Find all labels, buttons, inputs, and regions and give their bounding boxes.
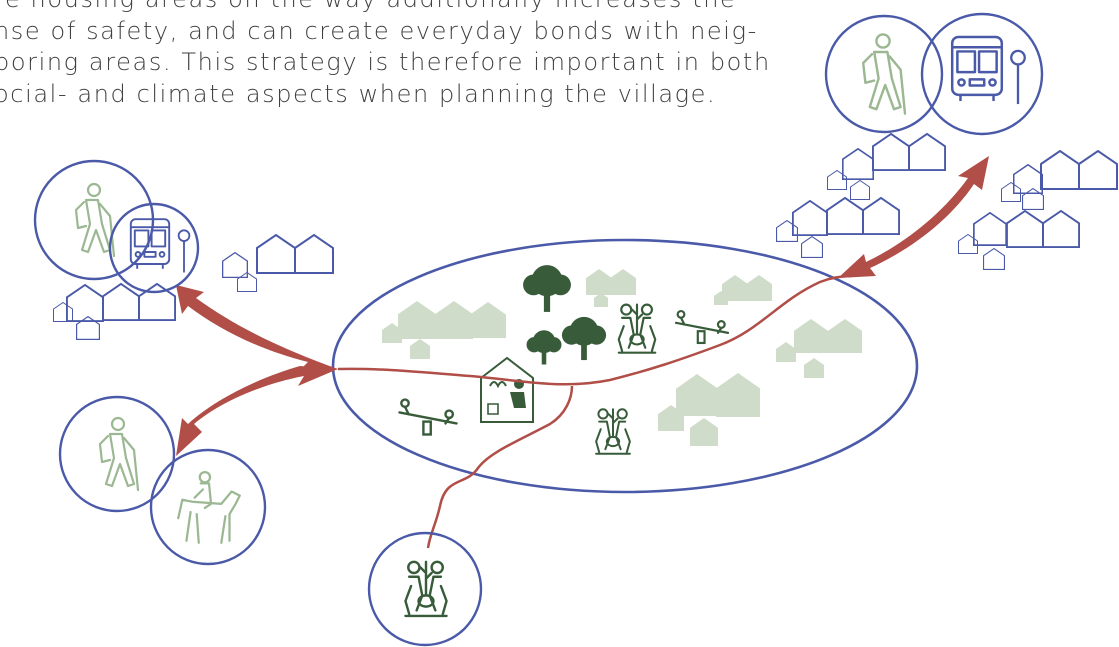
node-hiker-bus-right [824,12,1044,136]
hiker-icon [98,416,140,492]
bus-icon [950,35,1004,103]
text-line: ocial- and climate aspects when planning… [0,79,717,108]
node-hiker-bus-left [33,159,200,294]
tree-icon [523,265,571,312]
text-line: boring areas. This strategy is therefore… [0,48,771,76]
text-line: re housing areas on the way additionally… [0,0,784,16]
bus-stop-icon [1010,49,1026,106]
hiker-icon [861,33,907,115]
hiker-icon [74,182,116,258]
tree-icon [561,316,607,361]
node-hiker-horse [58,395,267,566]
seesaw-icon [674,309,730,345]
tree-icon [526,330,562,365]
horse-rider-icon [177,470,241,544]
path-network [337,274,853,549]
community-house-icon [480,356,534,423]
planting-people-icon [617,303,657,354]
node-planting [367,531,483,647]
seesaw-icon [398,398,458,436]
village-boundary [331,238,919,494]
planting-people-icon [404,560,448,618]
blue-housing-left [52,234,334,340]
body-text: re housing areas on the way additionally… [0,0,784,110]
connection-arrows [176,156,989,456]
planting-people-icon [595,408,631,455]
text-line: nse of safety, and can create everyday b… [0,16,758,45]
bus-stop-icon [177,229,191,274]
blue-housing-right [776,132,1118,270]
